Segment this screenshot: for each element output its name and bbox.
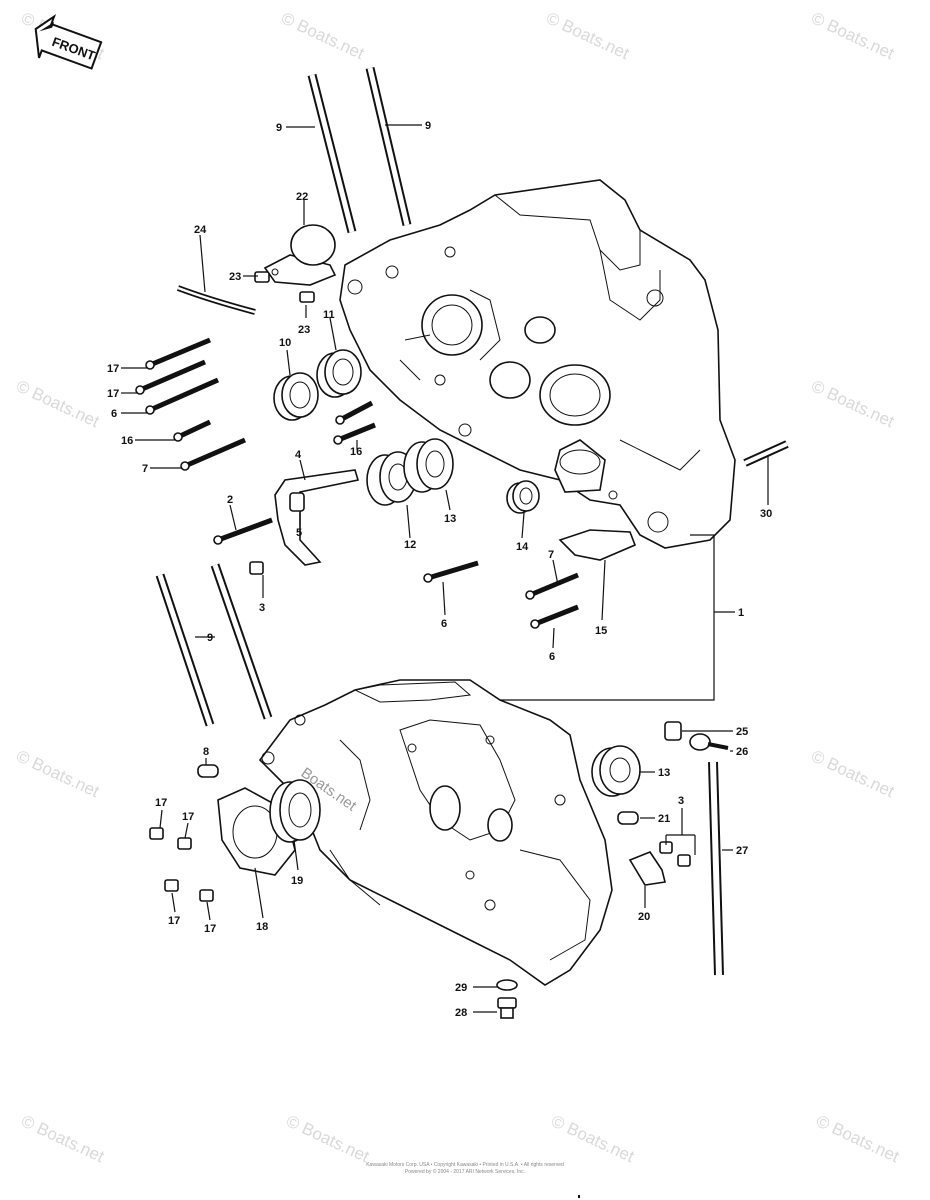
- callout-label: 23: [298, 324, 310, 336]
- callout-label: 17: [107, 363, 119, 375]
- leader-lines: [121, 124, 769, 1013]
- callout-label: 9: [207, 632, 213, 644]
- watermark: © Boats.net: [808, 376, 897, 431]
- callout-label: 17: [204, 923, 216, 935]
- bolt: [213, 517, 273, 575]
- bearing-cover: [217, 779, 321, 876]
- callout-label: 6: [549, 651, 555, 663]
- bracket: [274, 469, 360, 566]
- callout-label: 29: [455, 982, 467, 994]
- oil-seal: [273, 349, 362, 421]
- nut: [664, 721, 682, 741]
- crankcase-bolts-lower: [423, 560, 579, 629]
- callout-label: 8: [203, 746, 209, 758]
- callout-label: 19: [291, 875, 303, 887]
- crankcase-bolts-left: [135, 337, 246, 471]
- callout-label: 3: [259, 602, 265, 614]
- cover-bolts: [149, 827, 214, 902]
- callout-label: 3: [678, 795, 684, 807]
- callout-label: 21: [658, 813, 670, 825]
- callout-label: 14: [516, 541, 529, 553]
- callout-label: 6: [441, 618, 447, 630]
- callout-label: 5: [296, 527, 302, 539]
- callouts: 9 9 22 24 23 23 11 10 17 17 6 16 7 4 16 …: [107, 120, 772, 1019]
- stud-bolts: [155, 66, 412, 727]
- callout-label: 17: [168, 915, 180, 927]
- watermark: © Boats.net: [13, 376, 102, 431]
- watermark: © Boats.net: [808, 746, 897, 801]
- callout-label: 10: [279, 337, 291, 349]
- callout-label: 27: [736, 845, 748, 857]
- watermark: © Boats.net: [283, 1111, 372, 1166]
- breather-cap: [263, 224, 337, 286]
- callout-label: 1: [738, 607, 744, 619]
- callout-label: 26: [736, 746, 748, 758]
- dowel-pin: [197, 764, 219, 778]
- callout-label: 13: [444, 513, 456, 525]
- watermark: © Boats.net: [543, 8, 632, 63]
- callout-label: 18: [256, 921, 268, 933]
- fitting: [689, 733, 729, 751]
- bolt: [677, 854, 691, 867]
- dowel-pin: [617, 811, 639, 825]
- callout-label: 16: [121, 435, 133, 447]
- tick-mark: [578, 1195, 580, 1198]
- callout-label: 17: [155, 797, 167, 809]
- callout-label: 9: [425, 120, 431, 132]
- washer: [496, 979, 518, 991]
- callout-label: 28: [455, 1007, 467, 1019]
- small-oil-seal: [506, 480, 540, 514]
- callout-label: 20: [638, 911, 650, 923]
- crankcase-bolts-center: [333, 400, 376, 445]
- callout-label: 16: [350, 446, 362, 458]
- drain-plug: [497, 997, 517, 1019]
- callout-label: 15: [595, 625, 607, 637]
- callout-label: 24: [194, 224, 207, 236]
- callout-label: 22: [296, 191, 308, 203]
- callout-label: 12: [404, 539, 416, 551]
- watermark: © Boats.net: [18, 1111, 107, 1166]
- footer: Kawasaki Motors Corp. USA • Copyright Ka…: [366, 1162, 580, 1198]
- watermark: © Boats.net: [548, 1111, 637, 1166]
- ball-bearing: [591, 745, 641, 797]
- collar: [289, 492, 305, 512]
- watermark: © Boats.net: [808, 8, 897, 63]
- leader-bracket: [500, 534, 715, 701]
- callout-label: 6: [111, 408, 117, 420]
- bracket: [628, 851, 666, 886]
- watermark: © Boats.net: [278, 8, 367, 63]
- callout-label: 17: [107, 388, 119, 400]
- upper-crankcase: [339, 179, 736, 549]
- callout-label: 13: [658, 767, 670, 779]
- callout-label: 2: [227, 494, 233, 506]
- callout-label: 7: [548, 549, 554, 561]
- callout-label: 17: [182, 811, 194, 823]
- callout-label: 7: [142, 463, 148, 475]
- footer-powered-by: Powered by © 2004 - 2017 ARI Network Ser…: [405, 1168, 525, 1175]
- callout-label: 9: [276, 122, 282, 134]
- small-bolt: [254, 271, 315, 303]
- front-arrow-badge: FRONT: [34, 13, 103, 70]
- guide-plate: [558, 529, 637, 561]
- ball-bearing: [366, 438, 454, 506]
- callout-label: 25: [736, 726, 748, 738]
- callout-label: 30: [760, 508, 772, 520]
- watermark: © Boats.net: [813, 1111, 902, 1166]
- callout-label: 4: [295, 449, 302, 461]
- footer-copyright: Kawasaki Motors Corp. USA • Copyright Ka…: [366, 1162, 564, 1168]
- lower-crankcase: [258, 679, 613, 986]
- watermark: © Boats.net: [13, 746, 102, 801]
- callout-label: 11: [323, 309, 335, 321]
- callout-label: 23: [229, 271, 241, 283]
